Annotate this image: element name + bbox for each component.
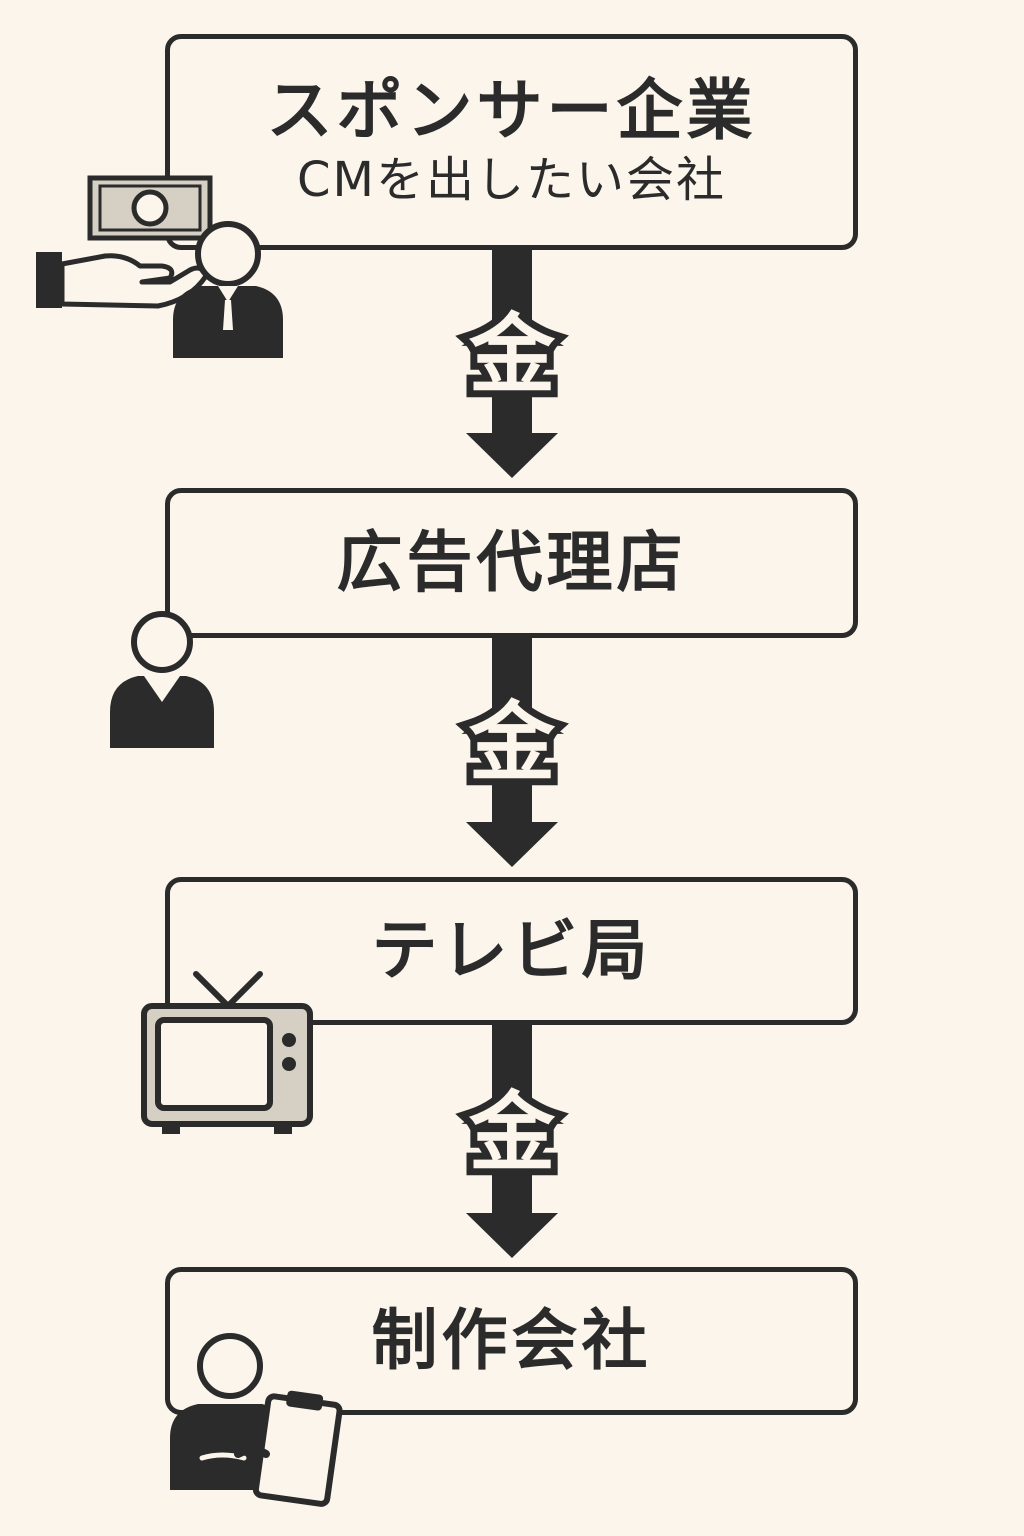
node-title: 制作会社 xyxy=(371,1301,652,1379)
node-agency: 広告代理店 xyxy=(165,488,858,638)
money-flow-label: 金 xyxy=(462,1083,562,1183)
money-flow-label: 金 xyxy=(462,305,562,405)
money-flow-label: 金 xyxy=(462,693,562,793)
television-icon xyxy=(141,971,313,1134)
node-subtitle: CMを出したい会社 xyxy=(297,151,726,208)
businessman-icon xyxy=(173,221,283,358)
arrow-sponsor-to-agency xyxy=(466,248,558,478)
node-sponsor: スポンサー企業 CMを出したい会社 xyxy=(165,34,858,250)
node-production: 制作会社 xyxy=(165,1267,858,1415)
node-tv-station: テレビ局 xyxy=(165,877,858,1025)
sponsor-icon-group xyxy=(36,175,283,358)
arrow-tv-to-production xyxy=(466,1023,558,1258)
node-title: 広告代理店 xyxy=(336,523,687,601)
worker-with-clipboard-icon xyxy=(170,1333,343,1507)
money-bill-icon xyxy=(87,175,213,241)
arrow-agency-to-tv xyxy=(466,636,558,867)
person-icon xyxy=(110,611,214,748)
node-title: テレビ局 xyxy=(371,911,652,989)
node-title: スポンサー企業 xyxy=(266,71,757,149)
